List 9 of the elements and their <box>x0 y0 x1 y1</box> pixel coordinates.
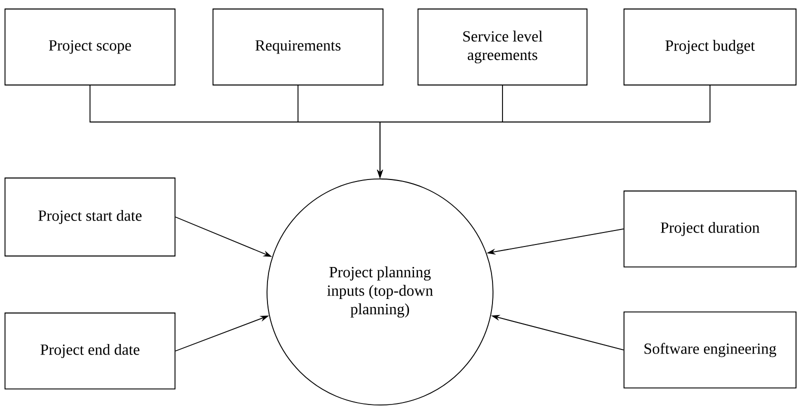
process-box: Project budget <box>624 8 796 86</box>
process-box: Software engineering <box>624 312 796 388</box>
process-box: Project scope <box>4 8 176 86</box>
process-box: Project duration <box>624 190 796 268</box>
process-box: Requirements <box>212 8 384 86</box>
process-box: Project start date <box>4 178 176 256</box>
circle-node: Project planning inputs (top-down planning) <box>266 178 494 406</box>
process-box: Project end date <box>4 312 176 390</box>
process-box: Service level agreements <box>418 8 588 86</box>
